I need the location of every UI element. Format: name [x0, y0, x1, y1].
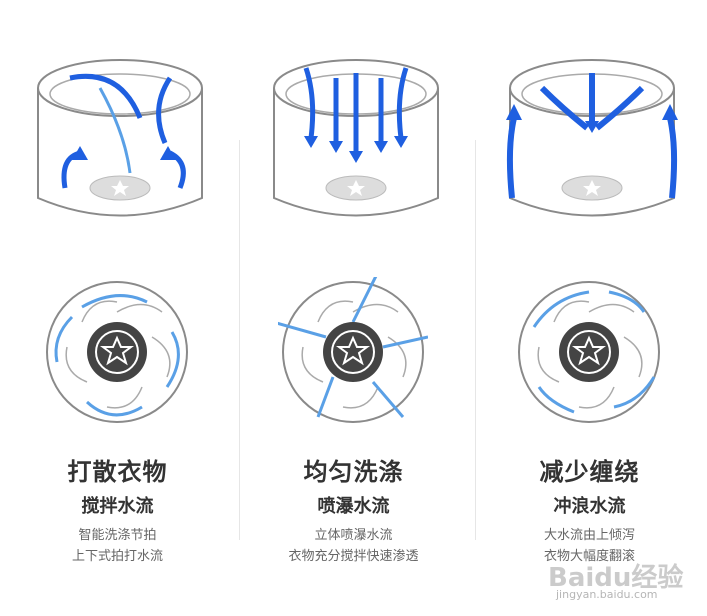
description-line: 衣物充分搅拌快速渗透 — [288, 549, 419, 564]
feature-subtitle: 冲浪水流 — [553, 496, 626, 517]
baidu-watermark: Baidu经验 jingyan.baidu.com — [548, 557, 698, 601]
feature-subtitle: 喷瀑水流 — [317, 496, 390, 517]
feature-title: 打散衣物 — [67, 458, 168, 486]
impeller-illustration — [278, 277, 428, 423]
description-line: 立体喷瀑水流 — [314, 528, 393, 543]
column-divider — [475, 140, 476, 540]
description-line: 上下式拍打水流 — [71, 549, 163, 564]
column-divider — [239, 140, 240, 540]
watermark-text: Baidu经验 — [548, 563, 684, 593]
wash-drum-illustration — [37, 59, 203, 217]
feature-title: 减少缠绕 — [539, 458, 640, 486]
description-line: 衣物大幅度翻滚 — [543, 549, 635, 564]
feature-column-1: 打散衣物 搅拌水流 智能洗涤节拍 上下式拍打水流 — [0, 0, 235, 616]
feature-description: 智能洗涤节拍 上下式拍打水流 — [0, 525, 235, 567]
feature-description: 立体喷瀑水流 衣物充分搅拌快速渗透 — [236, 525, 471, 567]
wash-drum-illustration — [273, 59, 439, 217]
feature-column-3: 减少缠绕 冲浪水流 大水流由上倾泻 衣物大幅度翻滚 — [472, 0, 707, 616]
feature-column-2: 均匀洗涤 喷瀑水流 立体喷瀑水流 衣物充分搅拌快速渗透 — [236, 0, 471, 616]
feature-subtitle: 搅拌水流 — [81, 496, 154, 517]
description-line: 智能洗涤节拍 — [78, 528, 157, 543]
wash-drum-illustration — [506, 59, 678, 217]
feature-description: 大水流由上倾泻 衣物大幅度翻滚 — [472, 525, 707, 567]
impeller-illustration — [46, 281, 188, 423]
impeller-illustration — [518, 281, 660, 423]
feature-title: 均匀洗涤 — [303, 458, 404, 486]
description-line: 大水流由上倾泻 — [543, 528, 635, 543]
watermark-url: jingyan.baidu.com — [556, 588, 658, 601]
